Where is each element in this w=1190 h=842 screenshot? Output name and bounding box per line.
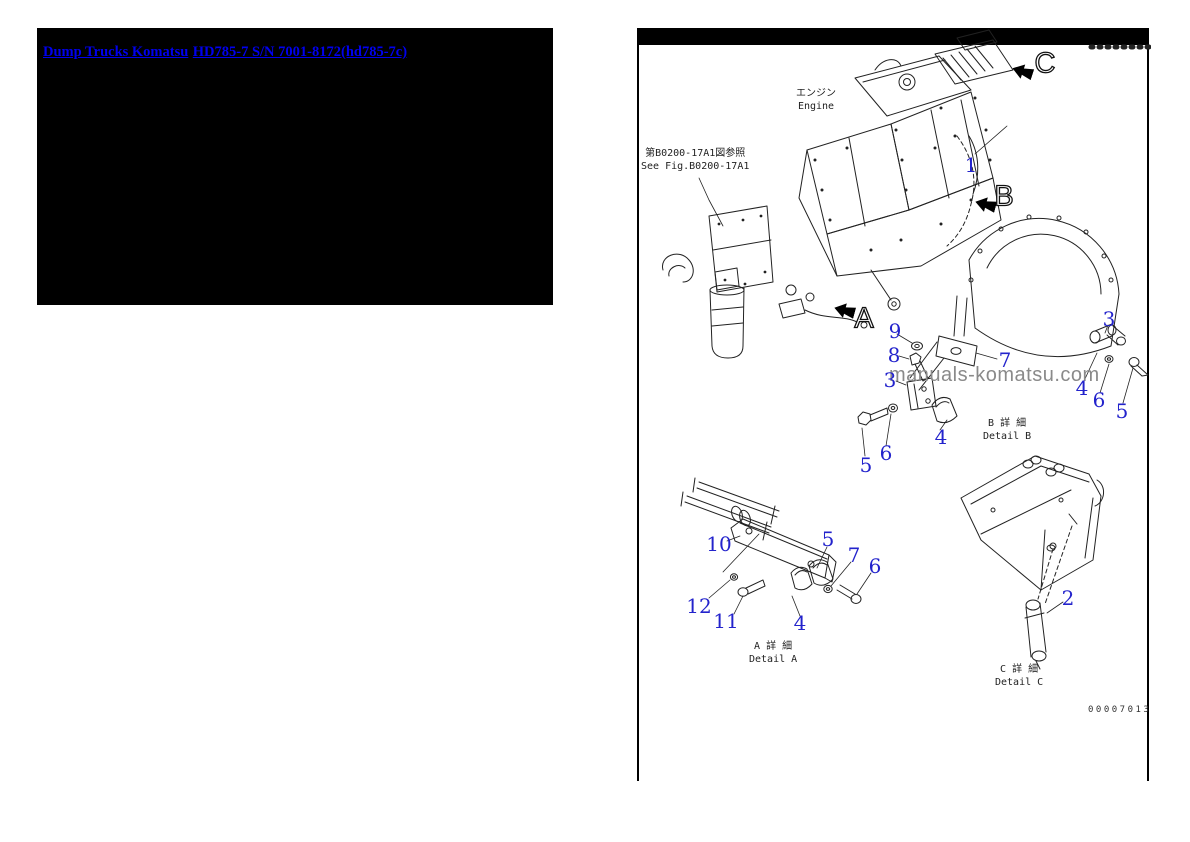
drawing-number: 00007013 — [1088, 705, 1152, 715]
callout-7: 7 — [998, 348, 1012, 372]
category-link[interactable]: Dump Trucks Komatsu — [43, 44, 189, 60]
callout-4: 4 — [1075, 376, 1089, 400]
svg-text:C: C — [1035, 48, 1056, 80]
svg-text:B: B — [994, 181, 1013, 213]
callout-6: 6 — [1092, 388, 1106, 412]
view-letter-a: A — [847, 299, 881, 342]
callout-3: 3 — [1102, 307, 1116, 331]
callout-5: 5 — [1115, 399, 1129, 423]
watermark: manuals-komatsu.com — [889, 364, 1100, 386]
callout-3: 3 — [883, 368, 897, 392]
callout-5: 5 — [821, 527, 835, 551]
callout-7: 7 — [847, 543, 861, 567]
engine-diagram-art — [662, 29, 1151, 670]
callout-12: 12 — [686, 594, 712, 618]
callout-1: 1 — [964, 153, 978, 177]
panel-top-bar — [639, 28, 1147, 45]
callout-10: 10 — [706, 532, 732, 556]
view-letter-c: C — [1028, 44, 1062, 87]
svg-text:A: A — [854, 303, 874, 335]
callout-6: 6 — [879, 441, 893, 465]
callout-11: 11 — [713, 609, 739, 633]
header-link-panel: Dump Trucks Komatsu HD785-7 S/N 7001-817… — [37, 28, 553, 305]
breadcrumb: Dump Trucks Komatsu HD785-7 S/N 7001-817… — [43, 43, 407, 61]
callout-6: 6 — [868, 554, 882, 578]
callout-5: 5 — [859, 453, 873, 477]
view-letter-b: B — [987, 177, 1021, 220]
callout-4: 4 — [934, 425, 948, 449]
model-link[interactable]: HD785-7 S/N 7001-8172(hd785-7c) — [192, 44, 408, 60]
callout-4: 4 — [793, 611, 807, 635]
callout-8: 8 — [887, 343, 901, 367]
callout-2: 2 — [1061, 586, 1075, 610]
callout-9: 9 — [888, 319, 902, 343]
